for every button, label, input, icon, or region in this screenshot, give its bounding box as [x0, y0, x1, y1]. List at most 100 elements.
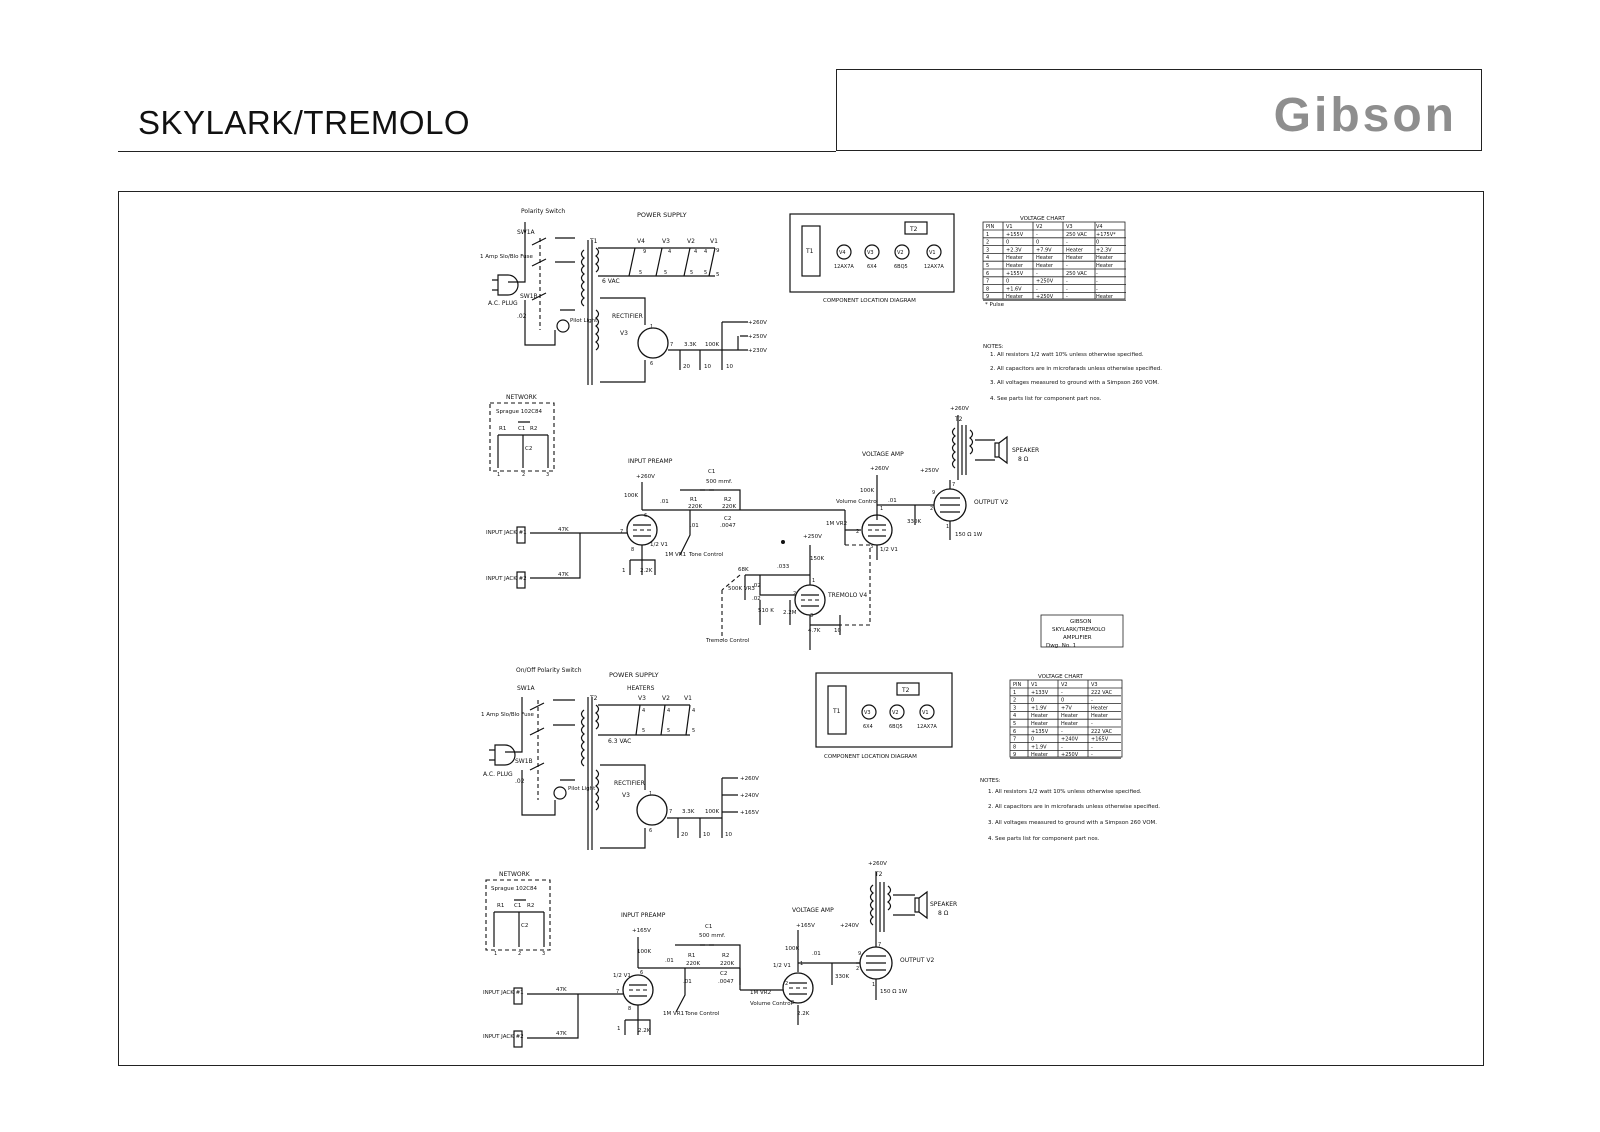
preamp1-tube	[626, 514, 658, 546]
preamp1-tube-label: 1/2 V1	[650, 542, 668, 548]
preamp1-tone: Tone Control	[688, 552, 724, 558]
chart-cell: +250V	[1061, 752, 1079, 758]
p2-sw1a: SW1A	[517, 685, 536, 692]
chart-cell: 1	[986, 232, 989, 238]
preamp1-r-in2: 47K	[558, 572, 569, 578]
vamp1-pin-2: 2	[856, 529, 859, 535]
notes2-item-4: 4. See parts list for component part nos…	[988, 836, 1100, 842]
chart-cell: 250 VAC	[1066, 271, 1088, 277]
socket-v3-type: 6X4	[867, 264, 877, 270]
p2-c3: 10	[725, 832, 732, 838]
fuse-label: 1 Amp Slo/Blo Fuse	[480, 254, 533, 260]
voltage-amp-2: VOLTAGE AMP +165V 100K .01 1/2 V1 1M VR2…	[739, 907, 860, 1025]
trem-r-68k: 68K	[738, 567, 749, 573]
chart-cell: Heater	[1091, 713, 1109, 719]
pilot-light-2-icon	[553, 786, 567, 800]
out1-pin-screen: 9	[932, 490, 935, 496]
heater-v1-label: V1	[710, 238, 718, 245]
chart-header-cell: V3	[1066, 224, 1073, 230]
network1-pin-3: 3	[546, 472, 549, 478]
chart-cell: -	[1061, 744, 1063, 750]
chart-cell: 0	[1031, 698, 1034, 704]
page-title: SKYLARK/TREMOLO	[138, 104, 471, 141]
chart-cell: 222 VAC	[1091, 690, 1113, 696]
network2-title: NETWORK	[499, 871, 531, 878]
chart-cell: 250 VAC	[1066, 232, 1088, 238]
preamp2-tube-label: 1/2 V1	[613, 973, 631, 979]
notes2-item-1: 1. All resistors 1/2 watt 10% unless oth…	[988, 789, 1142, 795]
socket2-v2-type: 6BQ5	[889, 724, 903, 730]
chart-cell: 3	[986, 247, 989, 253]
ac-plug-label: A.C. PLUG	[488, 300, 518, 307]
p2-vac: 6.3 VAC	[608, 738, 631, 745]
p2-title: POWER SUPPLY	[609, 671, 659, 679]
power-supply-2: On/Off Polarity Switch SW1A 1 Amp Slo/Bl…	[481, 667, 759, 850]
network1-pin-2: 2	[522, 472, 525, 478]
heater-pin-top-3: 4	[694, 249, 697, 255]
chart-cell: 6	[986, 271, 989, 277]
chart-cell: Heater	[1031, 721, 1049, 727]
out2-pin-plate: 7	[878, 942, 881, 948]
rectifier-2-tube	[636, 794, 668, 826]
preamp2-c-coupling: .01	[665, 958, 674, 964]
preamp1-pin-cath: 8	[631, 547, 634, 553]
preamp2-tube	[622, 974, 654, 1006]
chart-cell: -	[1036, 286, 1038, 292]
tremolo-1: +250V 150K 68K .033 .02 .02 500K VR3 510…	[705, 534, 871, 650]
out2-speaker: SPEAKER	[930, 901, 957, 908]
chart-header-cell: V3	[1091, 682, 1098, 688]
speaker-2-icon	[893, 890, 928, 920]
socket-v1-name: V1	[929, 250, 936, 256]
preamp2-r1-val: 220K	[686, 961, 700, 967]
heater-v2-label: V2	[687, 238, 695, 245]
chart-cell: Heater	[1031, 713, 1049, 719]
vc2-title: VOLTAGE CHART	[1038, 674, 1084, 680]
chart-cell: -	[1061, 729, 1063, 735]
network1-c1: C1	[518, 426, 525, 432]
component-location-1: T1 T2 V4 V3 V2 V1 12AX7A 6X4 6BQ5 12AX7A…	[789, 213, 955, 304]
out1-pin-plate: 7	[952, 482, 955, 488]
sw1b-label: SW1B	[520, 293, 538, 300]
chart-cell: -	[1036, 271, 1038, 277]
output-stage-2: +260V T2 SPEAKER 8 Ω +240V OUTPUT V2 150…	[840, 861, 957, 1000]
socket2-v2-name: V2	[892, 710, 899, 716]
vamp1-cap: .01	[888, 498, 897, 504]
network2-pin-1: 1	[494, 951, 497, 957]
out1-speaker: SPEAKER	[1012, 447, 1039, 454]
chart-cell: +155V	[1006, 271, 1024, 277]
chart-cell: 1	[1013, 690, 1016, 696]
trem-r-510k: 510 K	[758, 608, 774, 614]
p2-rectifier: RECTIFIER	[614, 780, 645, 787]
chart-cell: 0	[1006, 279, 1009, 285]
socket-v4	[836, 244, 852, 260]
polarity-switch-label: Polarity Switch	[521, 208, 565, 215]
socket-v2-type: 6BQ5	[894, 264, 908, 270]
brand-logo: Gibson	[1273, 89, 1457, 142]
vamp1-pin-1: 1	[880, 506, 883, 512]
chart-cell: 7	[1013, 737, 1016, 743]
network1-part: Sprague 102C84	[496, 409, 543, 415]
input-jack-3-icon	[513, 987, 523, 1005]
diagram-1: Polarity Switch SW1A 1 Amp Slo/Blo Fuse …	[480, 208, 1162, 650]
chart-cell: +7V	[1061, 705, 1072, 711]
notes1-item-4: 4. See parts list for component part nos…	[990, 396, 1102, 402]
t1-block	[801, 225, 821, 277]
p2-heater-pin-top-3: 4	[692, 708, 695, 714]
power-supply-title: POWER SUPPLY	[637, 211, 687, 219]
vc1-footnote: * Pulse	[985, 302, 1005, 308]
preamp2-title: INPUT PREAMP	[621, 912, 666, 919]
p2-heater-pin-bot-1: 5	[642, 728, 645, 734]
network2-pin-2: 2	[518, 951, 521, 957]
preamp2-vr1: 1M VR1	[663, 1011, 684, 1017]
speaker-icon	[975, 435, 1008, 465]
dot-marker	[781, 540, 785, 544]
p2-polarity-switch: On/Off Polarity Switch	[516, 667, 582, 674]
preamp2-r2: R2	[722, 953, 729, 959]
voltage-amp-1: VOLTAGE AMP +260V 100K .01 Volume Contro…	[826, 451, 930, 560]
network1-title: NETWORK	[506, 394, 538, 401]
preamp2-r-plate: 100K	[637, 949, 651, 955]
out2-r-cath: 150 Ω 1W	[880, 989, 908, 995]
network1-c2: C2	[525, 446, 532, 452]
socket2-v1	[919, 704, 935, 720]
preamp2-bplus: +165V	[632, 928, 651, 934]
